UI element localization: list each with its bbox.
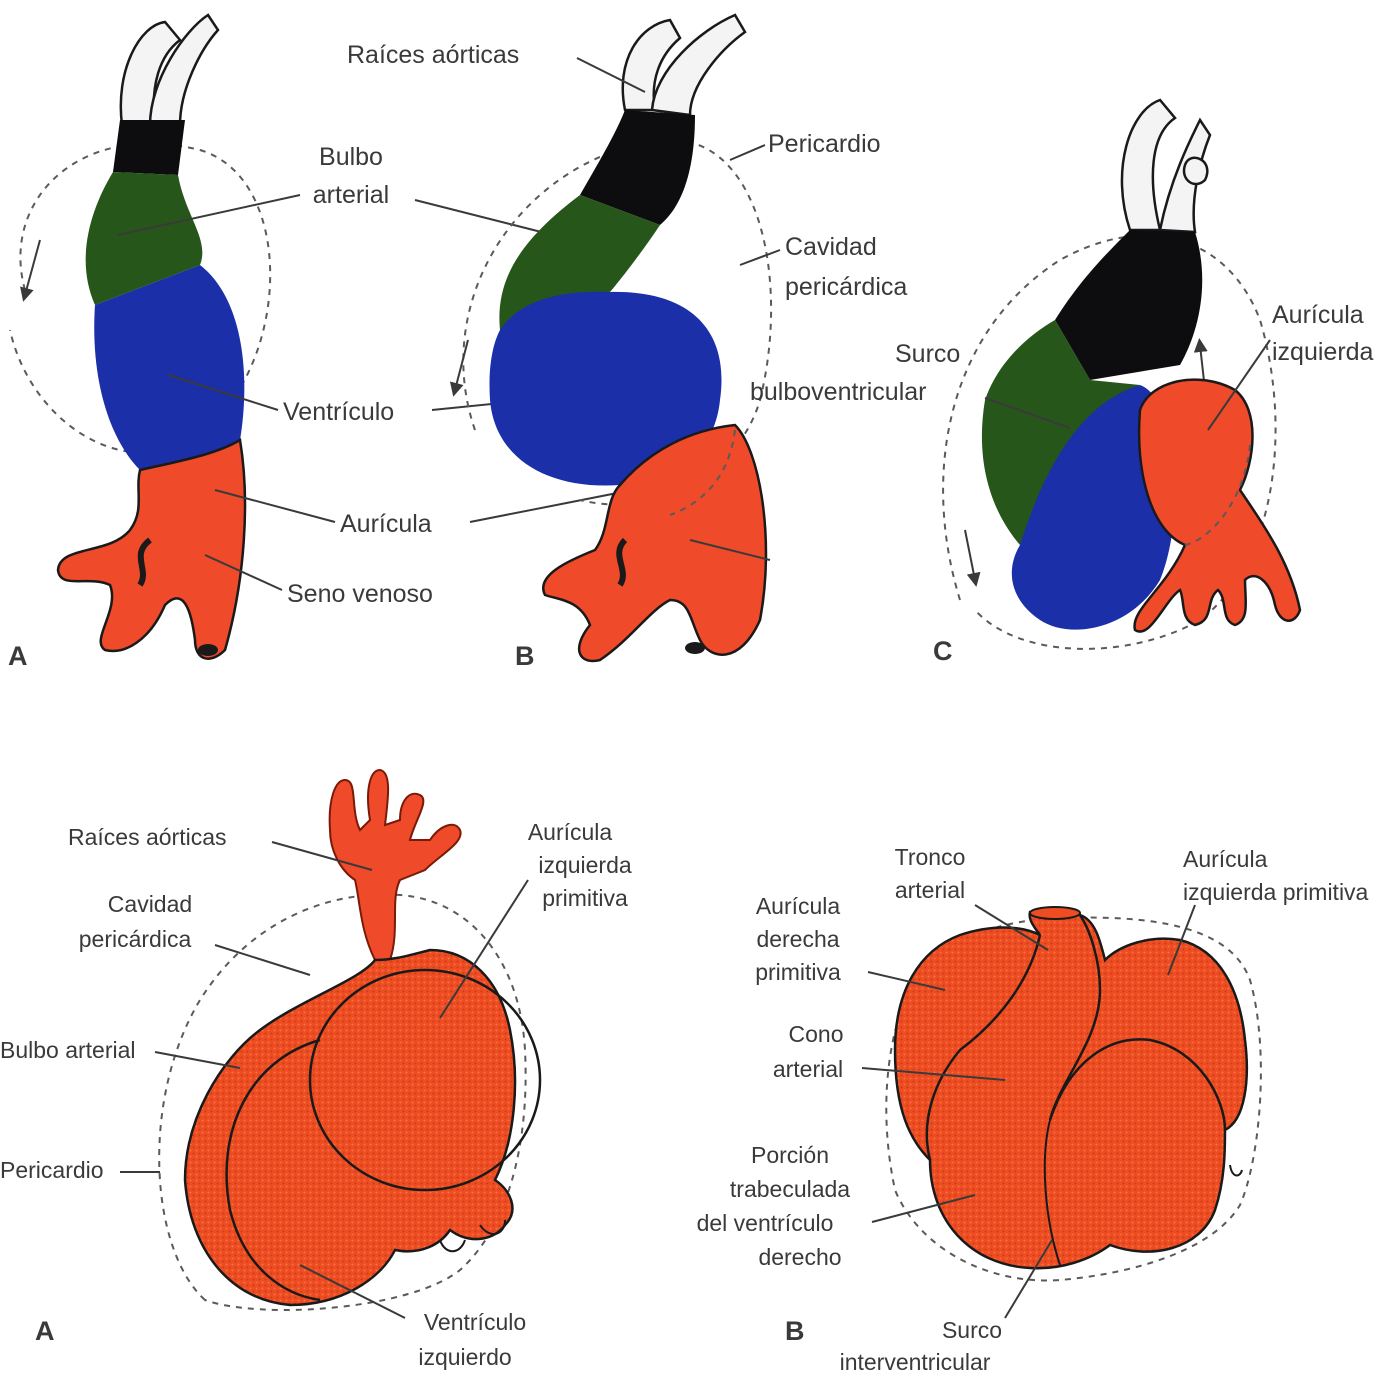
label-pericardio: Pericardio (768, 130, 881, 158)
top-panel-c: Surco bulboventricular Aurícula izquierd… (750, 100, 1374, 666)
label-aur-izq-1: Aurícula (1272, 301, 1364, 329)
label-bulbo-arterial-1: Bulbo (319, 143, 383, 171)
label-adp-2: derecha (756, 926, 839, 952)
label-vi-2: izquierdo (418, 1344, 511, 1370)
atrium-sinus-red (58, 440, 245, 659)
leader-cav-b (215, 945, 310, 975)
label-cavidad-2: pericárdica (785, 273, 907, 301)
panel-letter-top-c: C (933, 636, 953, 666)
label-raices-aorticas: Raíces aórticas (347, 41, 519, 69)
bottom-panel-a: Raíces aórticas Cavidad pericárdica Bulb… (0, 770, 632, 1370)
vessel-tick (1230, 1165, 1242, 1175)
label-auricula: Aurícula (340, 510, 432, 538)
bulb-black-segment (113, 120, 185, 175)
label-adp-1: Aurícula (756, 893, 841, 919)
label-cono-2: arterial (773, 1056, 843, 1082)
label-bulbo-arterial-2: arterial (313, 181, 389, 209)
label-surco-2: bulboventricular (750, 378, 927, 406)
label-porcion-4: derecho (758, 1244, 841, 1270)
label-aip-2: izquierda (538, 852, 632, 878)
label-surco-1: Surco (895, 340, 960, 368)
vein-opening-b (685, 642, 705, 654)
label-vi-1: Ventrículo (424, 1309, 526, 1335)
top-panel-b: Raíces aórticas Pericardio Cavidad peric… (347, 15, 907, 671)
label-cono-1: Cono (789, 1021, 844, 1047)
bottom-panel-b: Tronco arterial Aurícula izquierda primi… (697, 844, 1369, 1375)
vein-opening (198, 644, 218, 656)
panel-letter-bottom-a: A (35, 1316, 55, 1346)
rotation-arrow (25, 240, 40, 295)
heart-body-a (185, 950, 515, 1305)
leader-pericardio (730, 145, 765, 160)
label-cav-b2: pericárdica (79, 926, 192, 952)
label-raices-b: Raíces aórticas (68, 824, 227, 850)
aortic-loop-c (1184, 158, 1207, 184)
label-aipb-1: Aurícula (1183, 846, 1268, 872)
label-tronco-2: arterial (895, 877, 965, 903)
tronco-top (1030, 907, 1080, 919)
label-porcion-1: Porción (751, 1142, 829, 1168)
label-tronco-1: Tronco (895, 844, 966, 870)
label-cav-b1: Cavidad (108, 891, 192, 917)
label-seno-venoso: Seno venoso (287, 580, 433, 608)
label-pericardio-b: Pericardio (0, 1157, 104, 1183)
rotation-arrow-b (455, 340, 468, 390)
aortic-roots-red (330, 770, 461, 960)
label-aip-3: primitiva (542, 885, 628, 911)
label-surco-iv-1: Surco (942, 1317, 1002, 1343)
heart-body-b (895, 912, 1247, 1268)
rotation-arrow-c (965, 530, 975, 580)
label-adp-3: primitiva (755, 959, 841, 985)
label-ventriculo: Ventrículo (283, 398, 394, 426)
label-cavidad-1: Cavidad (785, 233, 877, 261)
label-aur-izq-2: izquierda (1272, 338, 1374, 366)
label-porcion-3: del ventrículo (697, 1210, 834, 1236)
panel-letter-top-b: B (515, 641, 535, 671)
label-aip-1: Aurícula (528, 819, 613, 845)
label-bulbo-b: Bulbo arterial (0, 1037, 136, 1063)
leader-bulbo-b (155, 1052, 240, 1068)
label-surco-iv-2: interventricular (840, 1349, 991, 1375)
label-aipb-2: izquierda primitiva (1183, 879, 1369, 905)
panel-letter-top-a: A (8, 641, 28, 671)
leader-cavidad (740, 250, 780, 265)
panel-letter-bottom-b: B (785, 1316, 805, 1346)
label-porcion-2: trabeculada (730, 1176, 850, 1202)
